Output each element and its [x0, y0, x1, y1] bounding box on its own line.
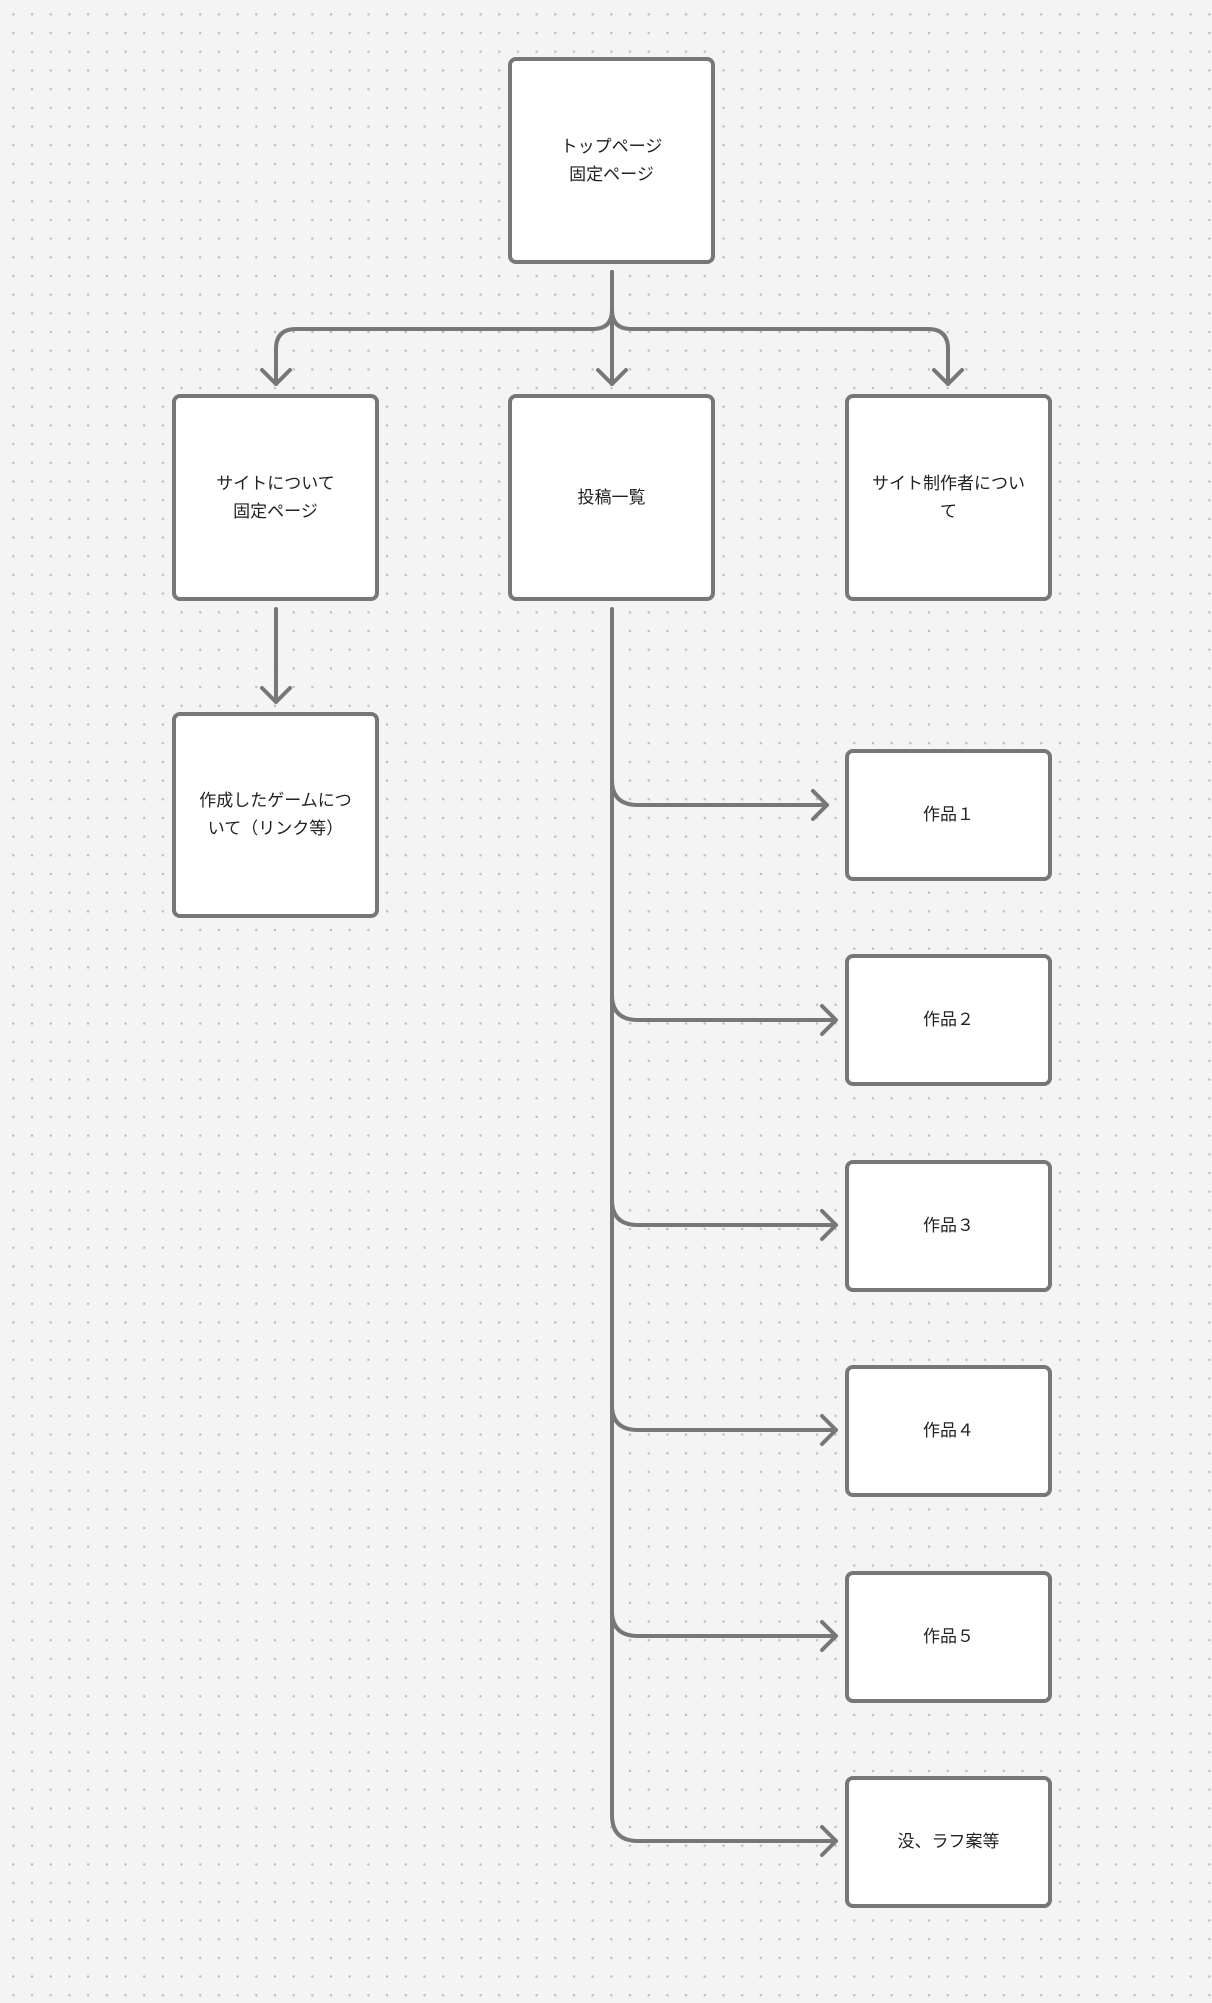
arrowhead — [260, 368, 292, 386]
node-games[interactable]: 作成したゲームについて（リンク等） — [172, 712, 379, 918]
connector-posts-to-work5 — [610, 1609, 838, 1652]
connector-posts-to-work4 — [610, 1403, 838, 1446]
node-top-page[interactable]: トップページ 固定ページ — [508, 57, 715, 264]
node-work-2[interactable]: 作品２ — [845, 954, 1052, 1086]
connector-top-to-about-site — [274, 270, 614, 386]
connector-posts-to-drafts — [820, 1825, 838, 1857]
node-drafts[interactable]: 没、ラフ案等 — [845, 1776, 1052, 1908]
node-posts-list[interactable]: 投稿一覧 — [508, 394, 715, 601]
connector-posts-to-work3 — [610, 1198, 838, 1241]
node-about-site[interactable]: サイトについて 固定ページ — [172, 394, 379, 601]
node-about-author[interactable]: サイト制作者について — [845, 394, 1052, 601]
connector-posts-to-work2 — [610, 993, 838, 1036]
node-work-3[interactable]: 作品３ — [845, 1160, 1052, 1292]
node-work-1[interactable]: 作品１ — [845, 749, 1052, 881]
connector-posts-trunk — [610, 607, 838, 1843]
node-work-4[interactable]: 作品４ — [845, 1365, 1052, 1497]
connector-about-site-to-games — [260, 607, 292, 704]
connector-top-to-about-author — [610, 270, 950, 386]
node-work-5[interactable]: 作品５ — [845, 1571, 1052, 1703]
arrowhead — [596, 368, 628, 386]
connector-posts-to-work1 — [610, 778, 829, 821]
arrowhead — [932, 368, 964, 386]
